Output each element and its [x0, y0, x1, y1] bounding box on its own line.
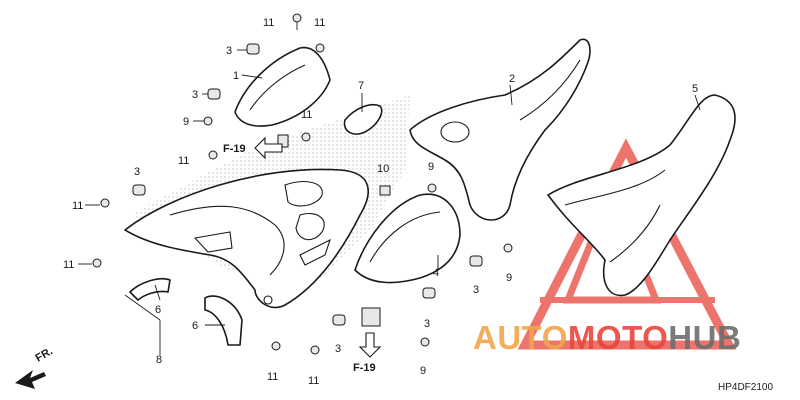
bolt-icon — [100, 198, 110, 208]
grommet-icon — [469, 255, 483, 267]
callout-3: 3 — [424, 318, 430, 330]
grommet-icon — [246, 43, 260, 55]
diagram-code: HP4DF2100 — [718, 382, 773, 393]
callout-6: 6 — [155, 304, 161, 316]
callout-5: 5 — [692, 83, 698, 95]
bolt-icon — [503, 243, 513, 253]
callout-7: 7 — [358, 80, 364, 92]
lower-cover-part — [354, 193, 461, 284]
callout-9: 9 — [428, 161, 434, 173]
callout-3: 3 — [473, 284, 479, 296]
front-direction-arrow-icon — [15, 370, 46, 389]
pad-part — [343, 104, 383, 135]
bolt-icon — [203, 116, 213, 126]
callout-11: 11 — [301, 109, 312, 121]
watermark-hub: HUB — [668, 319, 741, 356]
callout-3: 3 — [192, 89, 198, 101]
reference-label: F-19 — [223, 143, 246, 155]
callout-9: 9 — [506, 272, 512, 284]
callout-2: 2 — [509, 73, 515, 85]
bolt-icon — [420, 337, 430, 347]
leader-lines — [78, 49, 701, 355]
callout-9: 9 — [420, 365, 426, 377]
trim-piece-small — [204, 295, 243, 346]
f19-arrow-icon — [358, 332, 382, 358]
rear-cover-part — [547, 94, 736, 297]
callout-1: 1 — [233, 70, 239, 82]
bolt-icon — [292, 13, 302, 30]
callout-8: 8 — [156, 354, 162, 366]
grommet-icon — [422, 287, 436, 299]
callout-11: 11 — [314, 17, 325, 29]
grommet-icon — [332, 314, 346, 326]
watermark-auto: AUTO — [473, 319, 568, 356]
callout-4: 4 — [433, 267, 439, 279]
callout-6: 6 — [192, 320, 198, 332]
watermark-moto: MOTO — [568, 319, 668, 356]
bolt-icon — [271, 341, 281, 351]
callout-11: 11 — [267, 371, 278, 383]
bolt-icon — [315, 43, 325, 53]
bolt-icon — [427, 183, 437, 193]
bolt-icon — [208, 150, 218, 160]
grommet-icon — [132, 184, 146, 196]
bolt-icon — [92, 258, 102, 268]
clip-icon — [379, 185, 391, 196]
callout-3: 3 — [335, 343, 341, 355]
direction-label: FR. — [34, 345, 55, 364]
trim-piece-lower — [129, 277, 171, 301]
watermark-text: AUTOMOTOHUB — [473, 319, 741, 356]
callout-3: 3 — [226, 45, 232, 57]
bolt-icon — [301, 132, 311, 142]
upper-cowl-part — [234, 46, 331, 127]
callout-11: 11 — [308, 375, 319, 387]
callout-10: 10 — [377, 163, 389, 175]
side-cover-part — [124, 168, 369, 309]
callout-11: 11 — [63, 259, 74, 271]
callout-3: 3 — [134, 166, 140, 178]
callout-11: 11 — [178, 155, 189, 167]
clip-icon — [361, 307, 381, 327]
frame-cover-part — [409, 38, 591, 221]
bolt-icon — [310, 345, 320, 355]
callout-11: 11 — [72, 200, 83, 212]
callout-11: 11 — [263, 17, 274, 29]
callout-9: 9 — [183, 116, 189, 128]
grommet-icon — [207, 88, 221, 100]
reference-label: F-19 — [353, 362, 376, 374]
clip-icon — [277, 134, 289, 148]
f19-arrow-icon — [254, 136, 283, 160]
